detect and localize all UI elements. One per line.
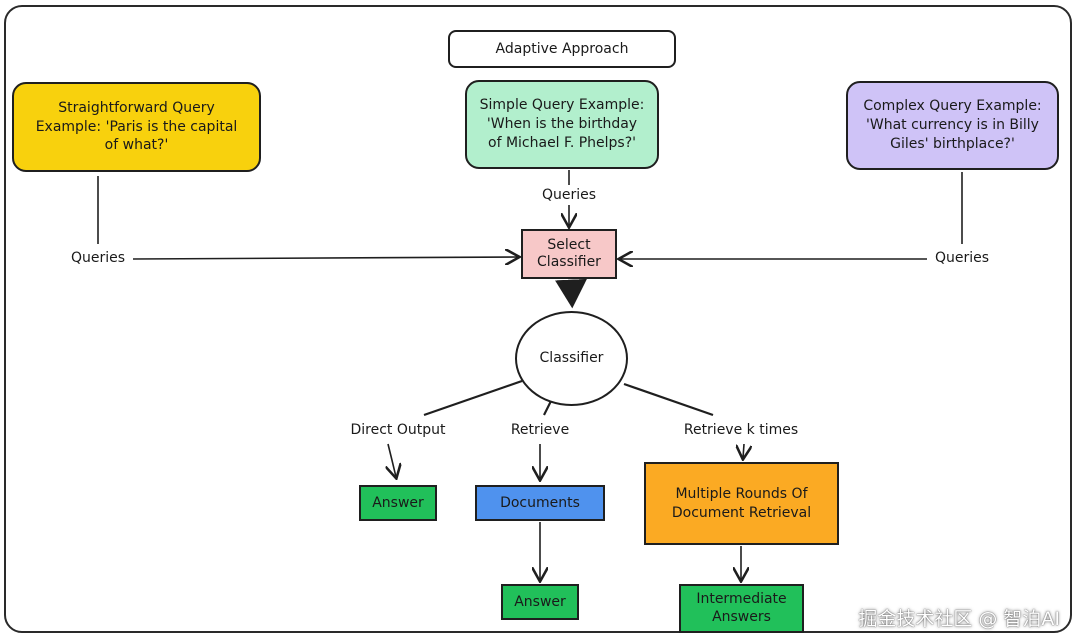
simple-line-1: Simple Query Example:	[479, 97, 645, 114]
multi-line-1: Multiple Rounds Of	[675, 485, 808, 502]
node-select-classifier: Select Classifier	[521, 229, 617, 279]
connector-branch-retrieve-k	[623, 382, 714, 417]
node-straightforward-query: Straightforward Query Example: 'Paris is…	[12, 82, 261, 172]
select-line-1: Select	[547, 236, 591, 253]
edge-label-queries-left: Queries	[67, 250, 129, 266]
multi-line-2: Document Retrieval	[671, 504, 812, 521]
connector-select-to-classifier	[554, 278, 587, 309]
connector-direct-to-answer	[388, 443, 396, 477]
edge-label-queries-top: Queries	[538, 187, 600, 203]
straightforward-line-3: of what?'	[104, 137, 169, 154]
diagram-title: Adaptive Approach	[448, 30, 676, 68]
inter-line-1: Intermediate	[696, 591, 787, 607]
watermark-text: 掘金技术社区 @ 智泊AI	[858, 608, 1060, 630]
connector-retrievek-to-multi	[743, 443, 744, 458]
diagram-frame	[4, 5, 1072, 633]
edge-label-retrieve: Retrieve	[507, 422, 573, 438]
simple-line-3: of Michael F. Phelps?'	[488, 134, 636, 151]
node-multiple-rounds: Multiple Rounds Of Document Retrieval	[644, 462, 839, 545]
node-complex-query: Complex Query Example: 'What currency is…	[846, 81, 1059, 170]
node-documents: Documents	[475, 485, 605, 521]
edge-label-queries-right: Queries	[931, 250, 993, 266]
complex-line-2: 'What currency is in Billy	[866, 117, 1039, 134]
complex-line-3: Giles' birthplace?'	[890, 135, 1015, 152]
straightforward-line-1: Straightforward Query	[58, 99, 215, 116]
node-classifier: Classifier	[515, 311, 628, 406]
node-answer-retrieve: Answer	[501, 584, 579, 620]
select-line-2: Classifier	[537, 254, 601, 270]
inter-line-2: Answers	[712, 608, 771, 625]
connector-left-to-select	[132, 257, 518, 259]
connector-branch-direct	[423, 379, 523, 417]
simple-line-2: 'When is the birthday	[486, 116, 638, 133]
node-intermediate-answers: Intermediate Answers	[679, 584, 804, 633]
node-answer-direct: Answer	[359, 485, 437, 521]
edge-label-direct-output: Direct Output	[347, 422, 449, 438]
complex-line-1: Complex Query Example:	[863, 98, 1042, 115]
edge-label-retrieve-k-times: Retrieve k times	[680, 422, 802, 438]
straightforward-line-2: Example: 'Paris is the capital	[35, 118, 238, 135]
node-simple-query: Simple Query Example: 'When is the birth…	[465, 80, 659, 169]
